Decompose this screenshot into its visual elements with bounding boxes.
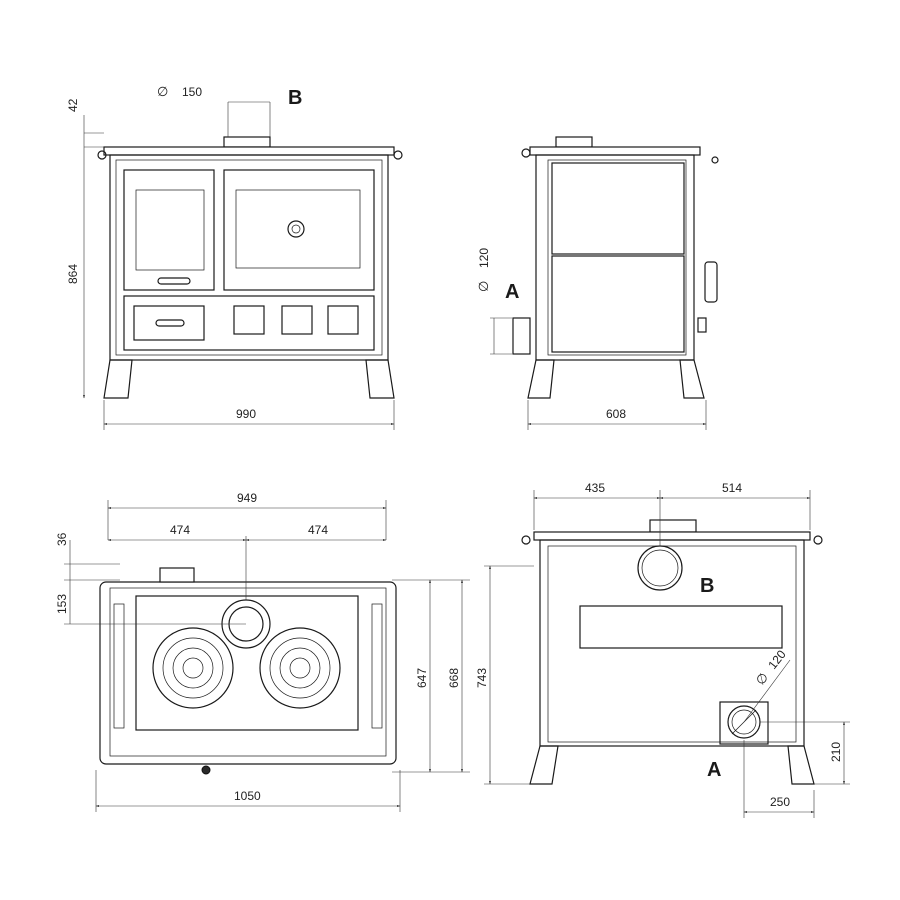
side-air-inlet-pipe [512, 317, 531, 355]
thermometer-icon [287, 220, 305, 238]
top-right-dim: 474 [308, 523, 328, 537]
rear-height-dim: 743 [475, 668, 489, 688]
top-left-hot-plate [152, 627, 234, 709]
top-depth-dim: 668 [447, 668, 461, 688]
front-flue-pipe [223, 136, 271, 148]
side-depth-dim: 608 [606, 407, 626, 421]
top-total-dim: 949 [237, 491, 257, 505]
rear-left-dim: 435 [585, 481, 605, 495]
front-flue-diameter-dim: 150 [182, 85, 202, 99]
side-panel-upper [551, 162, 685, 255]
front-width-dim: 990 [236, 407, 256, 421]
front-body [109, 154, 389, 361]
rear-inlet-height-dim: 210 [829, 742, 843, 762]
front-view: ∅ 150 B 42 864 990 [66, 85, 403, 430]
front-right-leg [365, 359, 395, 399]
front-firebox-door [123, 169, 215, 291]
front-flue-diameter-symbol: ∅ [157, 85, 168, 100]
top-view: 949 474 474 36 153 647 668 1050 [55, 491, 470, 812]
front-outlet-label: B [288, 87, 302, 109]
top-inner-depth-dim: 647 [415, 668, 429, 688]
front-height-dim: 864 [66, 264, 80, 284]
side-view: ∅ 120 A 608 [477, 136, 719, 430]
front-ash-drawer [133, 305, 205, 341]
rear-outlet-label: B [700, 575, 714, 597]
side-inlet-diameter-symbol: ∅ [477, 281, 492, 292]
side-body [535, 154, 695, 361]
front-left-leg [103, 359, 133, 399]
top-right-hot-plate [259, 627, 341, 709]
front-top-plate [103, 146, 395, 156]
top-width-dim: 1050 [234, 789, 261, 803]
side-inlet-diameter-dim: 120 [477, 248, 491, 268]
side-flue-pipe [555, 136, 593, 148]
side-inlet-label: A [505, 281, 519, 303]
rear-inlet-diameter-dim: 120 [765, 647, 789, 672]
top-offset-top-dim: 36 [55, 532, 69, 546]
rear-view: 435 514 743 B A ∅ 120 210 250 [475, 481, 850, 818]
rear-inlet-label: A [707, 759, 721, 781]
top-left-dim: 474 [170, 523, 190, 537]
top-offset-flue-dim: 153 [55, 594, 69, 614]
front-flue-height-dim: 42 [66, 98, 80, 112]
rear-body [539, 539, 805, 747]
rear-flue-outlet [637, 545, 683, 591]
rear-inlet-offset-dim: 250 [770, 795, 790, 809]
front-oven-door [223, 169, 375, 291]
rear-right-dim: 514 [722, 481, 742, 495]
top-cooking-plate [135, 595, 359, 731]
rear-inlet-diameter-symbol: ∅ [753, 670, 772, 688]
top-outer-frame [99, 581, 397, 765]
rear-vent-slot [579, 605, 783, 649]
side-panel-lower [551, 255, 685, 353]
